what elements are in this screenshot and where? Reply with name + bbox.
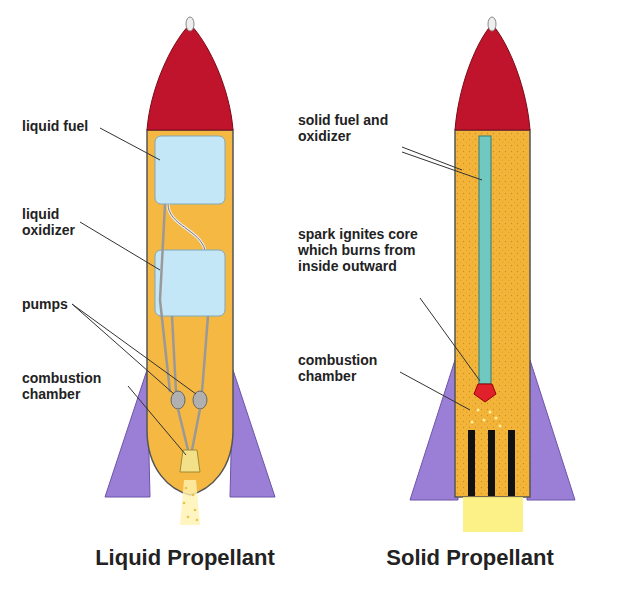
part-label: spark ignites core which burns from insi…: [298, 226, 448, 274]
part-label: liquid oxidizer: [22, 206, 92, 238]
part-label: solid fuel and oxidizer: [298, 112, 408, 144]
part-label: combustion chamber: [298, 352, 398, 384]
part-label: combustion chamber: [22, 370, 122, 402]
solid-rocket: [410, 17, 575, 532]
part-label: liquid fuel: [22, 118, 112, 134]
leader-lines: [72, 128, 482, 455]
liquid-rocket: [105, 17, 275, 525]
rocket-caption: Solid Propellant: [340, 545, 600, 571]
part-label: pumps: [22, 296, 82, 312]
rocket-caption: Liquid Propellant: [55, 545, 315, 571]
